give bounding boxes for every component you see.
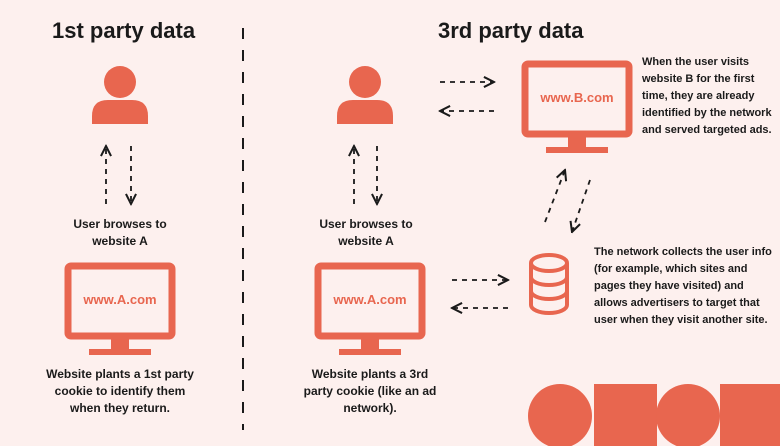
left-plant-caption: Website plants a 1st party cookie to ide…: [25, 366, 215, 417]
left-monitor-icon: [64, 262, 176, 355]
network-note-line: allows advertisers to target that: [594, 297, 760, 309]
right-monitor-b-label: www.B.com: [540, 90, 614, 105]
visit-note-line: time, they are already: [642, 90, 755, 102]
left-monitor-screen: www.A.com: [68, 292, 172, 312]
arrow-b-to-network: [572, 179, 591, 232]
left-browse-caption-line: website A: [92, 234, 148, 248]
right-browse-caption-line: website A: [338, 234, 394, 248]
network-note-line: user when they visit another site.: [594, 314, 768, 326]
left-monitor-label: www.A.com: [83, 292, 157, 307]
right-plant-caption-line: network).: [343, 401, 397, 415]
left-user-icon: [92, 66, 148, 124]
arrow-network-to-b: [544, 170, 565, 223]
right-monitor-a-icon: [314, 262, 426, 355]
left-plant-caption-line: cookie to identify them: [54, 384, 186, 398]
right-monitor-a-label: www.A.com: [333, 292, 407, 307]
decorative-shapes: [528, 384, 780, 446]
right-plant-caption: Website plants a 3rd party cookie (like …: [280, 366, 460, 417]
database-icon: [529, 253, 569, 315]
right-monitor-b-screen: www.B.com: [525, 90, 629, 110]
right-section-title: 3rd party data: [438, 18, 584, 43]
network-note: The network collects the user info (for …: [594, 244, 778, 329]
visit-note-line: and served targeted ads.: [642, 124, 772, 136]
left-browse-caption-line: User browses to: [73, 217, 167, 231]
left-plant-caption-line: Website plants a 1st party: [46, 367, 194, 381]
left-plant-caption-line: when they return.: [69, 401, 170, 415]
network-note-line: The network collects the user info: [594, 246, 772, 258]
right-user-icon: [337, 66, 393, 124]
left-section-title: 1st party data: [52, 18, 196, 43]
right-plant-caption-line: party cookie (like an ad: [303, 384, 437, 398]
visit-note-line: website B for the first: [642, 73, 755, 85]
visit-note-line: When the user visits: [642, 56, 749, 68]
right-monitor-b-icon: [521, 60, 633, 153]
visit-note-line: identified by the network: [642, 107, 772, 119]
visit-note: When the user visits website B for the f…: [642, 54, 778, 139]
right-browse-caption-line: User browses to: [319, 217, 413, 231]
right-monitor-a-screen: www.A.com: [318, 292, 422, 312]
right-plant-caption-line: Website plants a 3rd: [311, 367, 429, 381]
network-note-line: pages they have visited) and: [594, 280, 744, 292]
left-browse-caption: User browses to website A: [40, 216, 200, 250]
right-browse-caption: User browses to website A: [286, 216, 446, 250]
network-note-line: (for example, which sites and: [594, 263, 748, 275]
